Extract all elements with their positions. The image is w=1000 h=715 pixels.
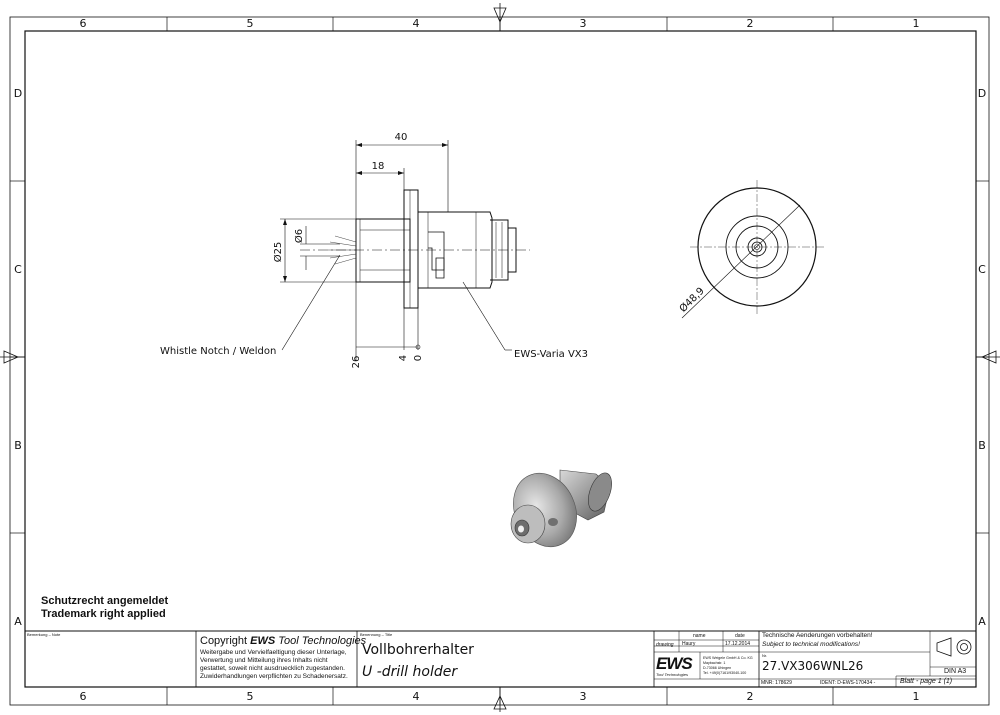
title-en: U -drill holder — [362, 664, 458, 680]
row-label-left: D — [14, 87, 22, 100]
company-line: EWS Weigele GmbH & Co. KG — [703, 656, 753, 660]
label-whistle-notch: Whistle Notch / Weldon — [160, 346, 276, 357]
copyright-tail: Tool Technologies — [278, 635, 367, 647]
company-line: D-73066 Uhingen — [703, 666, 732, 670]
col-label-top: 1 — [913, 17, 920, 30]
frame-outer — [9, 16, 990, 706]
dim-0: 0 — [413, 355, 424, 361]
copyright-line: Zuwiderhandlungen verpflichten zu Schade… — [200, 673, 348, 680]
col-date: date — [735, 633, 745, 639]
col-label-top: 4 — [413, 17, 420, 30]
nr-label: Nr. — [762, 653, 768, 658]
dim-26: 26 — [351, 356, 362, 369]
mnr: MNR: 178629 — [761, 680, 792, 686]
centering-marks — [0, 3, 1000, 712]
col-label-top: 6 — [80, 17, 87, 30]
drawing-number: 27.VX306WNL26 — [762, 659, 864, 673]
col-label-bottom: 4 — [413, 690, 420, 703]
row-label-right: A — [978, 615, 986, 628]
notice-block: Schutzrecht angemeldet Trademark right a… — [41, 595, 168, 621]
changes-de: Technische Aenderungen vorbehalten! — [762, 632, 873, 639]
copyright-text: Weitergabe und Vervielfaeltigung dieser … — [200, 649, 348, 681]
row-label-right: B — [978, 439, 986, 452]
company-line: Maybachstr. 1 — [703, 661, 726, 665]
notice-line-en: Trademark right applied — [41, 608, 166, 620]
din-format: DIN A3 — [944, 668, 967, 675]
isometric-render — [510, 469, 612, 547]
copyright-line: Weitergabe und Vervielfaeltigung dieser … — [200, 649, 347, 656]
row-label-right: D — [978, 87, 986, 100]
front-view — [681, 180, 824, 319]
title-label: Benennung – Title — [360, 632, 393, 637]
copyright-head: Copyright EWS Tool Technologies — [200, 635, 366, 647]
row-label-left: B — [14, 439, 22, 452]
dim-4: 4 — [398, 355, 409, 361]
row-drawing: drawing — [656, 642, 674, 648]
dim-d6: Ø6 — [293, 229, 305, 243]
company-line: Tel. +49(0)7161/93040-100 — [703, 671, 747, 675]
title-block-lines — [25, 630, 976, 687]
drawn-date: 17.12.2014 — [725, 641, 751, 647]
col-label-top: 2 — [747, 17, 754, 30]
row-label-right: C — [978, 263, 986, 276]
dim-40: 40 — [395, 132, 408, 143]
title-de: Vollbohrerhalter — [362, 642, 474, 658]
col-label-bottom: 6 — [80, 690, 87, 703]
col-label-bottom: 3 — [580, 690, 587, 703]
copyright-word: Copyright — [200, 635, 248, 647]
ews-logo-sub: Tool Technologies — [656, 672, 688, 677]
ident: IDENT: D-EWS-170434 - — [820, 680, 876, 686]
col-label-top: 3 — [580, 17, 587, 30]
row-label-left: C — [14, 263, 22, 276]
col-label-bottom: 1 — [913, 690, 920, 703]
copyright-line: gestattet, soweit nicht ausdruecklich zu… — [200, 665, 345, 672]
col-label-bottom: 5 — [247, 690, 254, 703]
dim-d25: Ø25 — [272, 242, 284, 263]
dim-d48: Ø48,9 — [677, 285, 707, 315]
col-name: name — [693, 633, 706, 639]
drawn-by: Haury — [682, 641, 696, 647]
remark-label: Bemerkung – Note — [27, 632, 61, 637]
sheet-page: Blatt - page 1 (1) — [900, 678, 953, 685]
changes-en: Subject to technical modifications! — [762, 641, 860, 648]
ews-logo: EWS — [656, 654, 693, 673]
dim-18: 18 — [372, 161, 385, 172]
copyright-brand: EWS — [250, 635, 276, 647]
copyright-line: Verwertung und Mitteilung ihres Inhalts … — [200, 657, 328, 664]
company-address: EWS Weigele GmbH & Co. KG Maybachstr. 1 … — [703, 656, 753, 676]
side-view — [280, 140, 530, 360]
notice-line-de: Schutzrecht angemeldet — [41, 595, 169, 607]
col-label-bottom: 2 — [747, 690, 754, 703]
frame-inner — [24, 30, 977, 688]
row-label-left: A — [14, 615, 22, 628]
label-ews-varia: EWS-Varia VX3 — [514, 349, 588, 360]
col-label-top: 5 — [247, 17, 254, 30]
